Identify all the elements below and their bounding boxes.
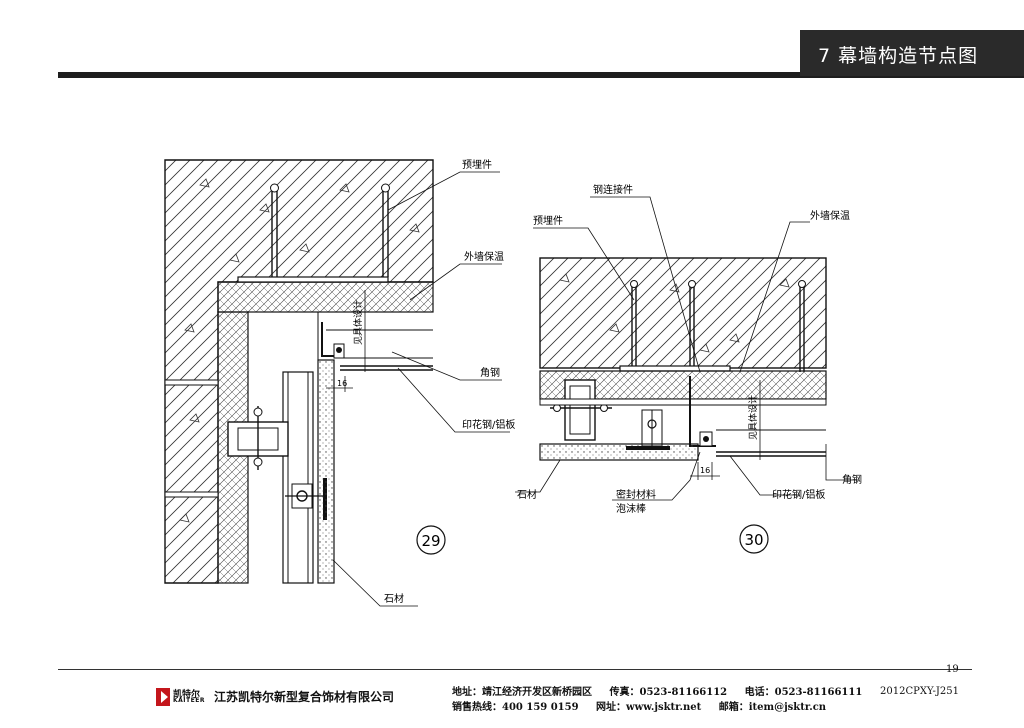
label-stone-30: 石材 [517, 488, 537, 501]
page-title: 7 幕墙构造节点图 [818, 45, 979, 67]
label-insulation-29: 外墙保温 [464, 250, 504, 263]
label-foam-30: 泡沫棒 [616, 502, 646, 515]
concrete-marks-29 [179, 178, 420, 523]
detail-number-30: 30 [744, 531, 763, 549]
label-panel-30: 印花钢/铝板 [772, 488, 825, 501]
insulation-top-29 [217, 281, 434, 313]
contact-line-2: 销售热线：400 159 0159 网址：www.jsktr.net 邮箱：it… [452, 698, 840, 713]
label-embed-30: 预埋件 [533, 215, 563, 227]
label-panel-29: 印花钢/铝板 [462, 418, 515, 431]
detail-number-29: 29 [421, 532, 440, 550]
stone-panel-30 [539, 443, 699, 461]
company-logo: 凯特尔 KAITEER [156, 688, 212, 706]
anchor-bars-29 [271, 190, 389, 277]
detail-30: 见具体设计 16 预埋件 钢连接件 外墙保温 角钢 印花钢/铝板 石材 密封材料… [515, 183, 862, 554]
website[interactable]: 网址：www.jsktr.net [596, 702, 702, 713]
stone-panel-29 [317, 359, 335, 584]
label-angle-29: 角钢 [480, 366, 500, 379]
dim-design-29: 见具体设计 [352, 300, 364, 345]
detail-29: 见具体设计 16 预埋件 外墙保温 角钢 印花钢/铝板 石材 29 [164, 159, 515, 607]
anchor-bars-30 [631, 286, 805, 372]
label-connector-30: 钢连接件 [593, 183, 633, 196]
label-sealant-30: 密封材料 [616, 488, 656, 501]
label-angle-30: 角钢 [842, 473, 862, 486]
drawing-code: 2012CPXY-J251 [880, 686, 959, 697]
concrete-marks-30 [559, 273, 790, 353]
footer-rule [58, 669, 972, 670]
dim-gap-29: 16 [337, 379, 347, 388]
dim-gap-30: 16 [700, 466, 710, 475]
label-embed-29: 预埋件 [462, 159, 492, 171]
dim-design-30: 见具体设计 [747, 395, 759, 440]
address: 地址：靖江经济开发区新桥园区 [452, 687, 592, 698]
logo-en: KAITEER [173, 697, 205, 704]
label-insulation-30: 外墙保温 [810, 209, 850, 222]
email[interactable]: 邮箱：item@jsktr.cn [718, 702, 827, 713]
fax: 传真：0523-81166112 [609, 687, 728, 698]
title-box: 7 幕墙构造节点图 [800, 30, 1024, 76]
hotline: 销售热线：400 159 0159 [452, 702, 579, 713]
company-name: 江苏凯特尔新型复合饰材有限公司 [214, 690, 395, 704]
contact-line-1: 地址：靖江经济开发区新桥园区 传真：0523-81166112 电话：0523-… [452, 683, 876, 698]
page-number: 19 [946, 664, 959, 675]
logo-cn: 凯特尔 [173, 690, 201, 700]
phone: 电话：0523-81166111 [744, 687, 863, 698]
logo-mark-icon [156, 688, 170, 706]
label-stone-29: 石材 [384, 592, 404, 605]
header-rule [58, 72, 1024, 78]
